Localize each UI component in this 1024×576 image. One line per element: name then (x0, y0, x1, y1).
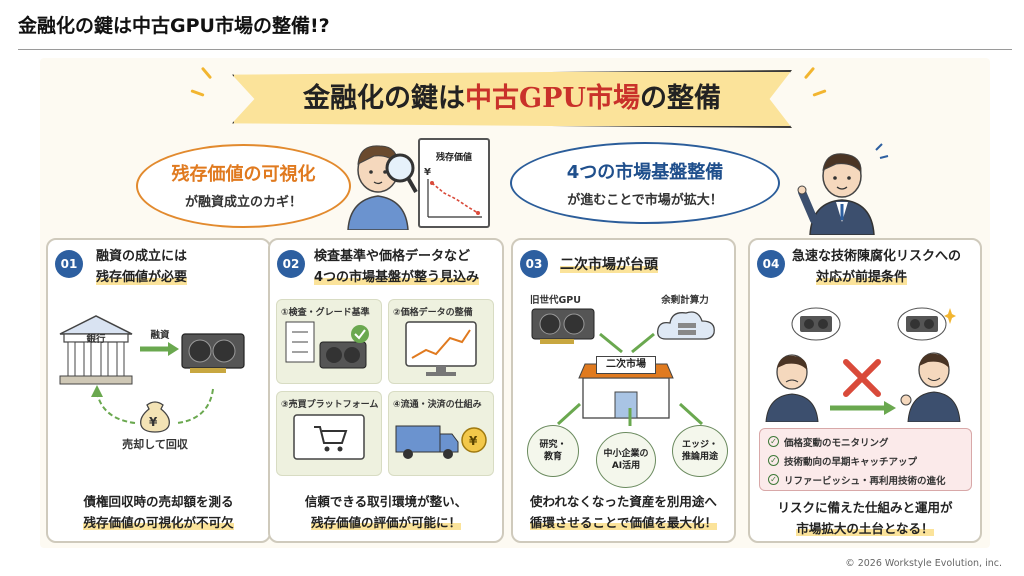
collect-label: 売却して回収 (122, 438, 188, 451)
speech-bubble-left: 残存価値の可視化 が融資成立のカギ！ (136, 144, 351, 228)
storefront-icon (578, 363, 674, 419)
card-number-02: 02 (277, 250, 305, 278)
card-02-bottom-line2: 残存価値の評価が可能に！ (310, 515, 461, 530)
clipboard-yen: ¥ (424, 167, 431, 178)
mini-label-1: ①検査・グレード基準 (281, 308, 370, 318)
slide-title: 金融化の鍵は中古GPU市場の整備!? (18, 15, 330, 37)
card-02-summary: 信頼できる取引環境が整い、 残存価値の評価が可能に！ (272, 491, 500, 533)
bubble-left-main: 残存価値の可視化 (171, 164, 316, 185)
clipboard-title: 残存価値 (435, 153, 472, 163)
old-gpu-icon (531, 308, 595, 344)
risk-item: ✓ 価格変動のモニタリング (760, 432, 971, 451)
money-bag-icon: ¥ (140, 401, 170, 433)
card-number-03: 03 (520, 250, 548, 278)
cloud-server-icon (657, 311, 715, 340)
copyright: © 2026 Workstyle Evolution, inc. (845, 558, 1002, 569)
card-04-bottom-line2: 市場拡大の土台となる！ (796, 521, 934, 536)
risk-item-3: リファービッシュ・再利用技術の進化 (784, 475, 946, 487)
loan-arrow-label: 融資 (150, 330, 170, 341)
card-02 (268, 238, 504, 543)
card-04-title-line1: 急速な技術陳腐化リスクへの (792, 249, 962, 264)
risk-item: ✓ リファービッシュ・再利用技術の進化 (760, 470, 971, 489)
mini-label-3: ③売買プラットフォーム (281, 400, 379, 410)
check-icon: ✓ (768, 474, 779, 485)
risk-item: ✓ 技術動向の早期キャッチアップ (760, 451, 971, 470)
logistics-yen: ¥ (469, 434, 478, 448)
secondary-market-sign: 二次市場 (596, 356, 656, 374)
card-02-title-line2: 4つの市場基盤が整う見込み (314, 270, 480, 285)
progress-arrow-icon (830, 401, 896, 415)
card-03-bottom-line2: 循環させることで価値を最大化！ (529, 515, 718, 530)
use-edge-inference: エッジ・ 推論用途 (672, 425, 728, 477)
old-gpu-label: 旧世代GPU (530, 295, 581, 306)
delivery-truck-icon: ¥ (395, 425, 487, 459)
gpu-card-icon (181, 333, 245, 373)
card-number-01: 01 (55, 250, 83, 278)
card-04-title: 急速な技術陳腐化リスクへの 対応が前提条件 (792, 246, 961, 288)
bank-label: 銀行 (86, 334, 106, 345)
card-02-title-line1: 検査基準や価格データなど (314, 249, 471, 264)
card-03-title: 二次市場が台頭 (560, 255, 658, 276)
cross-icon (843, 359, 881, 397)
bubble-left-sub: が融資成立のカギ！ (184, 195, 302, 210)
businessman-illustration (797, 143, 889, 235)
card-02-bottom-line1: 信頼できる取引環境が整い、 (304, 494, 468, 509)
use-research-education: 研究・ 教育 (527, 425, 579, 477)
card-03-summary: 使われなくなった資産を別用途へ 循環させることで価値を最大化！ (514, 491, 733, 533)
check-icon: ✓ (768, 436, 779, 447)
surplus-compute-label: 余剰計算力 (661, 295, 709, 306)
monitor-chart-icon (405, 321, 477, 376)
card-01-bottom-line2: 残存価値の可視化が不可欠 (83, 515, 234, 530)
mini-label-2: ②価格データの整備 (393, 308, 473, 318)
speech-bubble-right: 4つの市場基盤整備 が進むことで市場が拡大！ (510, 142, 780, 224)
right-arrow-icon (140, 342, 179, 356)
declining-value-chart-icon: ¥ (424, 167, 482, 218)
use-sme-ai: 中小企業の AI活用 (596, 432, 656, 488)
confident-man-icon (900, 352, 961, 422)
merge-arrows-icon (599, 332, 655, 354)
card-04-title-line2: 対応が前提条件 (816, 270, 908, 285)
card-01-title-line1: 融資の成立には (96, 249, 188, 264)
risk-item-2: 技術動向の早期キャッチアップ (784, 456, 918, 468)
branch-arrows-icon (556, 402, 704, 426)
banner-text-before: 金融化の鍵は (303, 83, 466, 114)
mini-label-4: ④流通・決済の仕組み (393, 400, 482, 410)
card-01-bottom-line1: 債権回収時の売却額を測る (83, 494, 234, 509)
bubble-right-sub: が進むことで市場が拡大！ (567, 193, 723, 208)
cycle-arrows-icon (91, 385, 214, 424)
card-02-title: 検査基準や価格データなど 4つの市場基盤が整う見込み (314, 246, 480, 288)
card-03-bottom-line1: 使われなくなった資産を別用途へ (530, 494, 717, 509)
banner-heading: 金融化の鍵は中古GPU市場の整備 (232, 76, 792, 115)
coin-yen: ¥ (149, 415, 158, 429)
shopping-cart-icon (293, 414, 365, 460)
card-03-title-text: 二次市場が台頭 (560, 257, 658, 273)
card-01-title: 融資の成立には 残存価値が必要 (96, 246, 188, 288)
worried-man-icon (765, 354, 819, 422)
card-01-summary: 債権回収時の売却額を測る 残存価値の可視化が不可欠 (50, 491, 267, 533)
thought-new-gpu-icon (897, 307, 956, 341)
thought-gpu-icon (791, 307, 841, 341)
banner-text-after: の整備 (639, 83, 721, 114)
risk-item-1: 価格変動のモニタリング (784, 437, 889, 449)
card-number-04: 04 (757, 250, 785, 278)
bank-icon (59, 315, 133, 385)
bubble-right-main: 4つの市場基盤整備 (566, 162, 724, 183)
card-04-summary: リスクに備えた仕組みと運用が 市場拡大の土台となる！ (752, 497, 978, 539)
check-icon: ✓ (768, 455, 779, 466)
person-magnifier-illustration (347, 145, 418, 230)
risk-measures-box: ✓ 価格変動のモニタリング ✓ 技術動向の早期キャッチアップ ✓ リファービッシュ・再… (759, 428, 972, 491)
banner-text-highlight: 中古GPU市場 (465, 83, 640, 114)
card-01 (46, 238, 271, 543)
card-04 (748, 238, 982, 543)
card-04-bottom-line1: リスクに備えた仕組みと運用が (777, 500, 953, 515)
title-divider (18, 49, 1012, 50)
card-01-title-line2: 残存価値が必要 (96, 270, 188, 285)
checklist-gpu-icon (285, 321, 369, 369)
